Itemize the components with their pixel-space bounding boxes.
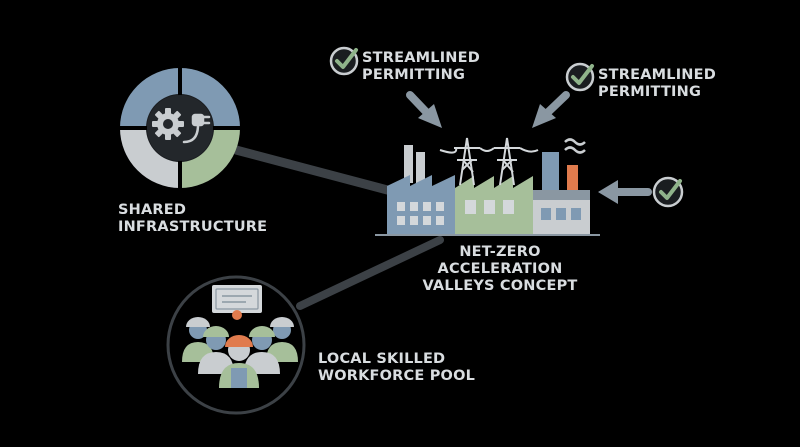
worker-icon (182, 317, 298, 388)
check-circle-icon (329, 46, 359, 76)
arrow-icon (532, 91, 570, 128)
arrow-icon (598, 180, 652, 204)
label-concept-title: NET-ZERO ACCELERATION VALLEYS CONCEPT (422, 244, 578, 294)
arrow-icon (406, 91, 442, 128)
power-pylon-icon (439, 137, 539, 186)
label-shared-infrastructure: SHARED INFRASTRUCTURE (118, 202, 268, 235)
check-circle-icon (565, 62, 595, 92)
factory-icon (375, 138, 600, 236)
connector-infrastructure (231, 145, 400, 197)
label-permitting-right: STREAMLINED PERMITTING (598, 67, 716, 100)
label-permitting-top: STREAMLINED PERMITTING (362, 50, 480, 83)
plug-icon (182, 113, 211, 144)
certificate-icon (212, 285, 262, 320)
gear-icon (118, 66, 242, 190)
workforce-badge (166, 275, 306, 415)
check-circle-icon (652, 176, 684, 208)
connector-workforce (296, 236, 444, 310)
label-workforce: LOCAL SKILLED WORKFORCE POOL (318, 351, 476, 384)
